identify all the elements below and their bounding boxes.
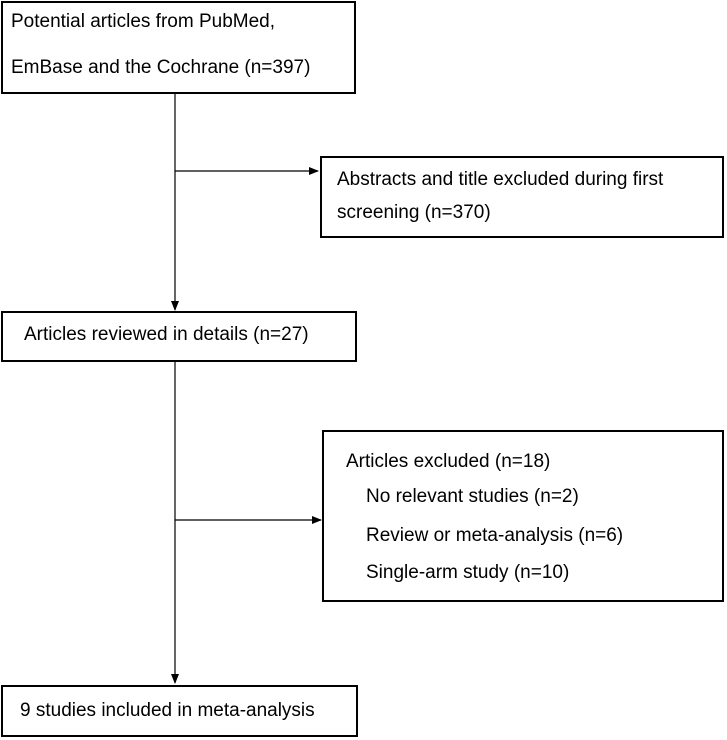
exclusion-reason-item: Review or meta-analysis (n=6) bbox=[366, 525, 624, 546]
identification-line-1: Potential articles from PubMed, bbox=[11, 11, 276, 32]
included-box bbox=[1, 685, 358, 737]
first-exclusion-line-2: screening (n=370) bbox=[337, 202, 491, 223]
reviewed-text: Articles reviewed in details (n=27) bbox=[24, 324, 309, 345]
included-text: 9 studies included in meta-analysis bbox=[20, 700, 315, 721]
exclusion-reason-item: Single-arm study (n=10) bbox=[366, 562, 570, 583]
second-exclusion-heading: Articles excluded (n=18) bbox=[346, 451, 551, 472]
identification-line-2: EmBase and the Cochrane (n=397) bbox=[11, 57, 311, 78]
reviewed-box bbox=[1, 311, 357, 362]
first-exclusion-line-1: Abstracts and title excluded during firs… bbox=[337, 169, 664, 190]
identification-box bbox=[1, 1, 356, 94]
second-exclusion-box bbox=[322, 430, 724, 602]
first-exclusion-box bbox=[320, 156, 724, 238]
exclusion-reason-item: No relevant studies (n=2) bbox=[366, 486, 579, 507]
